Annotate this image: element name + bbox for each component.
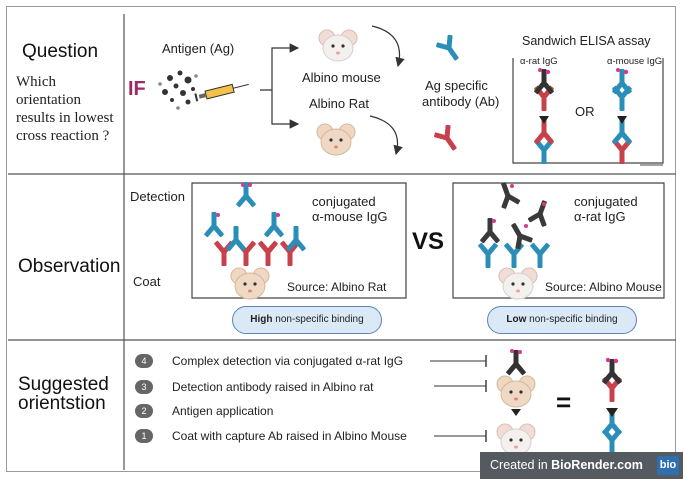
elisa-stack-left-icon [533, 68, 555, 164]
step-3-badge: 3 [135, 380, 153, 394]
step-2-badge: 2 [135, 404, 153, 418]
mouse-antibody-icon [433, 32, 466, 66]
high-binding-text: non-specific binding [272, 314, 364, 325]
figure-frame [6, 6, 676, 472]
step-1-text: Coat with capture Ab raised in Albino Mo… [172, 429, 407, 443]
step4-antibody-icon [505, 349, 527, 376]
right-conjugated-line-1: conjugated [574, 194, 638, 209]
coat-label: Coat [133, 274, 161, 289]
left-conjugated-line-2: α-mouse IgG [312, 209, 388, 224]
if-label: IF [128, 78, 146, 100]
elisa-title: Sandwich ELISA assay [522, 34, 651, 48]
observation-title: Observation [18, 256, 121, 277]
question-line-3: results in lowest [16, 110, 114, 126]
left-source-label: Source: Albino Rat [287, 280, 387, 294]
low-binding-pill: Low non-specific binding [487, 306, 637, 334]
question-title: Question [22, 41, 99, 62]
step2-antigen-icon [511, 409, 521, 416]
low-binding-text: non-specific binding [526, 314, 618, 325]
low-binding-strong: Low [506, 314, 527, 325]
high-binding-pill: High non-specific binding [232, 306, 382, 334]
step-1-badge: 1 [135, 429, 153, 443]
albino-mouse-icon [318, 29, 358, 62]
step1-mouse-icon [496, 423, 536, 456]
step-2-text: Antigen application [172, 404, 274, 418]
antigen-label: Antigen (Ag) [162, 41, 235, 56]
albino-rat-label: Albino Rat [309, 96, 369, 111]
left-conjugated-line-1: conjugated [312, 194, 376, 209]
step-3-text: Detection antibody raised in Albino rat [172, 380, 374, 394]
equals-sign: = [556, 387, 572, 417]
question-line-1: Which [16, 74, 56, 90]
suggested-title-line-2: orientstion [18, 393, 106, 414]
question-line-4: cross reaction ? [16, 128, 110, 144]
elisa-stack-right-icon [611, 68, 633, 164]
biorender-badge: Created in BioRender.com bio [480, 452, 683, 479]
left-coat-antibodies-icon [213, 240, 301, 266]
biorender-badge-text: Created in BioRender.com [490, 458, 643, 472]
elisa-left-label: α-rat IgG [520, 56, 558, 67]
biorender-logo-icon: bio [657, 456, 679, 475]
albino-rat-icon [316, 123, 356, 156]
antibody-label-line-1: Ag specific [425, 78, 488, 93]
right-mouse-source-icon [498, 267, 538, 300]
right-source-label: Source: Albino Mouse [545, 280, 662, 294]
or-label: OR [575, 104, 595, 119]
albino-mouse-label: Albino mouse [302, 70, 381, 85]
right-coat-antibodies-icon [477, 242, 551, 268]
question-line-2: orientation [16, 92, 81, 108]
antibody-label-line-2: antibody (Ab) [422, 94, 500, 109]
step-4-text: Complex detection via conjugated α-rat I… [172, 354, 404, 368]
rat-antibody-icon [431, 122, 464, 156]
high-binding-strong: High [250, 314, 273, 325]
right-conjugated-line-2: α-rat IgG [574, 209, 626, 224]
left-rat-source-icon [230, 267, 270, 300]
vs-label: VS [412, 228, 445, 255]
detection-label: Detection [130, 189, 185, 204]
antigen-particles-icon [158, 70, 198, 110]
left-detection-antibodies-icon [203, 182, 307, 252]
final-assay-stack-icon [601, 357, 623, 454]
step-4-badge: 4 [135, 354, 153, 368]
syringe-icon [194, 83, 249, 102]
suggested-title-line-1: Suggested [18, 374, 109, 395]
step3-rat-icon [496, 375, 536, 408]
elisa-right-label: α-mouse IgG [607, 56, 663, 67]
right-detection-antibodies-icon [479, 179, 555, 252]
